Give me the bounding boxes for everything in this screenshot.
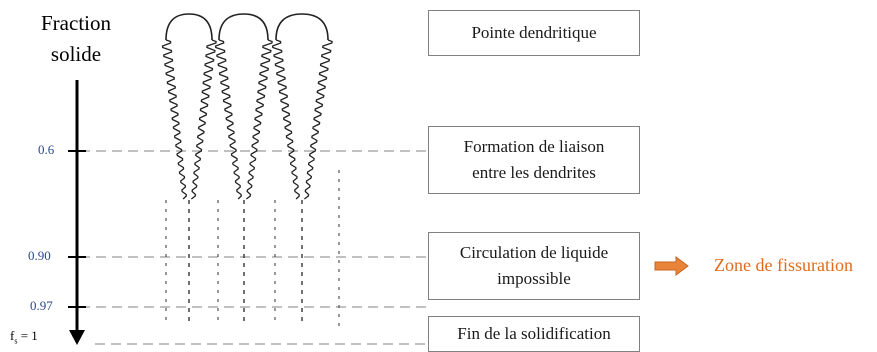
dendrite-wall-left-3 <box>271 39 300 200</box>
stage-liquid-line2: impossible <box>497 269 571 288</box>
stage-end-line1: Fin de la solidification <box>457 324 611 343</box>
cracking-zone-label: Zone de fissuration <box>714 255 853 275</box>
axis-title-line2: solide <box>50 42 102 66</box>
dendrite-wall-right-3 <box>303 39 333 200</box>
dendrite-tip-2 <box>218 13 269 41</box>
zone-arrow-icon <box>654 256 689 276</box>
stage-box-dendrite-tip: Pointe dendritique <box>428 10 640 56</box>
tick-label-06: 0.6 <box>38 142 55 157</box>
stage-box-bridging: Formation de liaison entre les dendrites <box>428 126 640 194</box>
stage-liquid-line1: Circulation de liquide <box>459 243 609 262</box>
fs-equals-one: = 1 <box>17 328 38 343</box>
dendrite-wall-right-2 <box>245 39 273 200</box>
stage-box-end-solidification: Fin de la solidification <box>428 316 640 352</box>
stage-bridging-line1: Formation de liaison <box>463 137 605 156</box>
dendrite-tip-3 <box>275 13 329 41</box>
axis-title: Fraction solide <box>22 8 130 70</box>
fs-subscript: s <box>14 336 18 346</box>
stage-tip-line1: Pointe dendritique <box>471 23 597 42</box>
axis-arrowhead <box>69 330 85 345</box>
tick-label-097: 0.97 <box>30 298 53 313</box>
tick-label-090: 0.90 <box>28 248 51 263</box>
dendrites-group <box>161 13 340 326</box>
tick-label-fs1: fs = 1 <box>10 328 38 346</box>
stage-box-liquid-blocked: Circulation de liquide impossible <box>428 232 640 300</box>
dendrite-wall-left-1 <box>161 39 187 200</box>
stage-bridging-line2: entre les dendrites <box>472 163 596 182</box>
axis-title-line1: Fraction <box>41 11 111 35</box>
dendrite-wall-left-2 <box>214 39 242 200</box>
dendrite-wall-right-1 <box>190 39 217 200</box>
dendrite-tip-1 <box>165 13 213 41</box>
fs-symbol: f <box>10 328 15 343</box>
